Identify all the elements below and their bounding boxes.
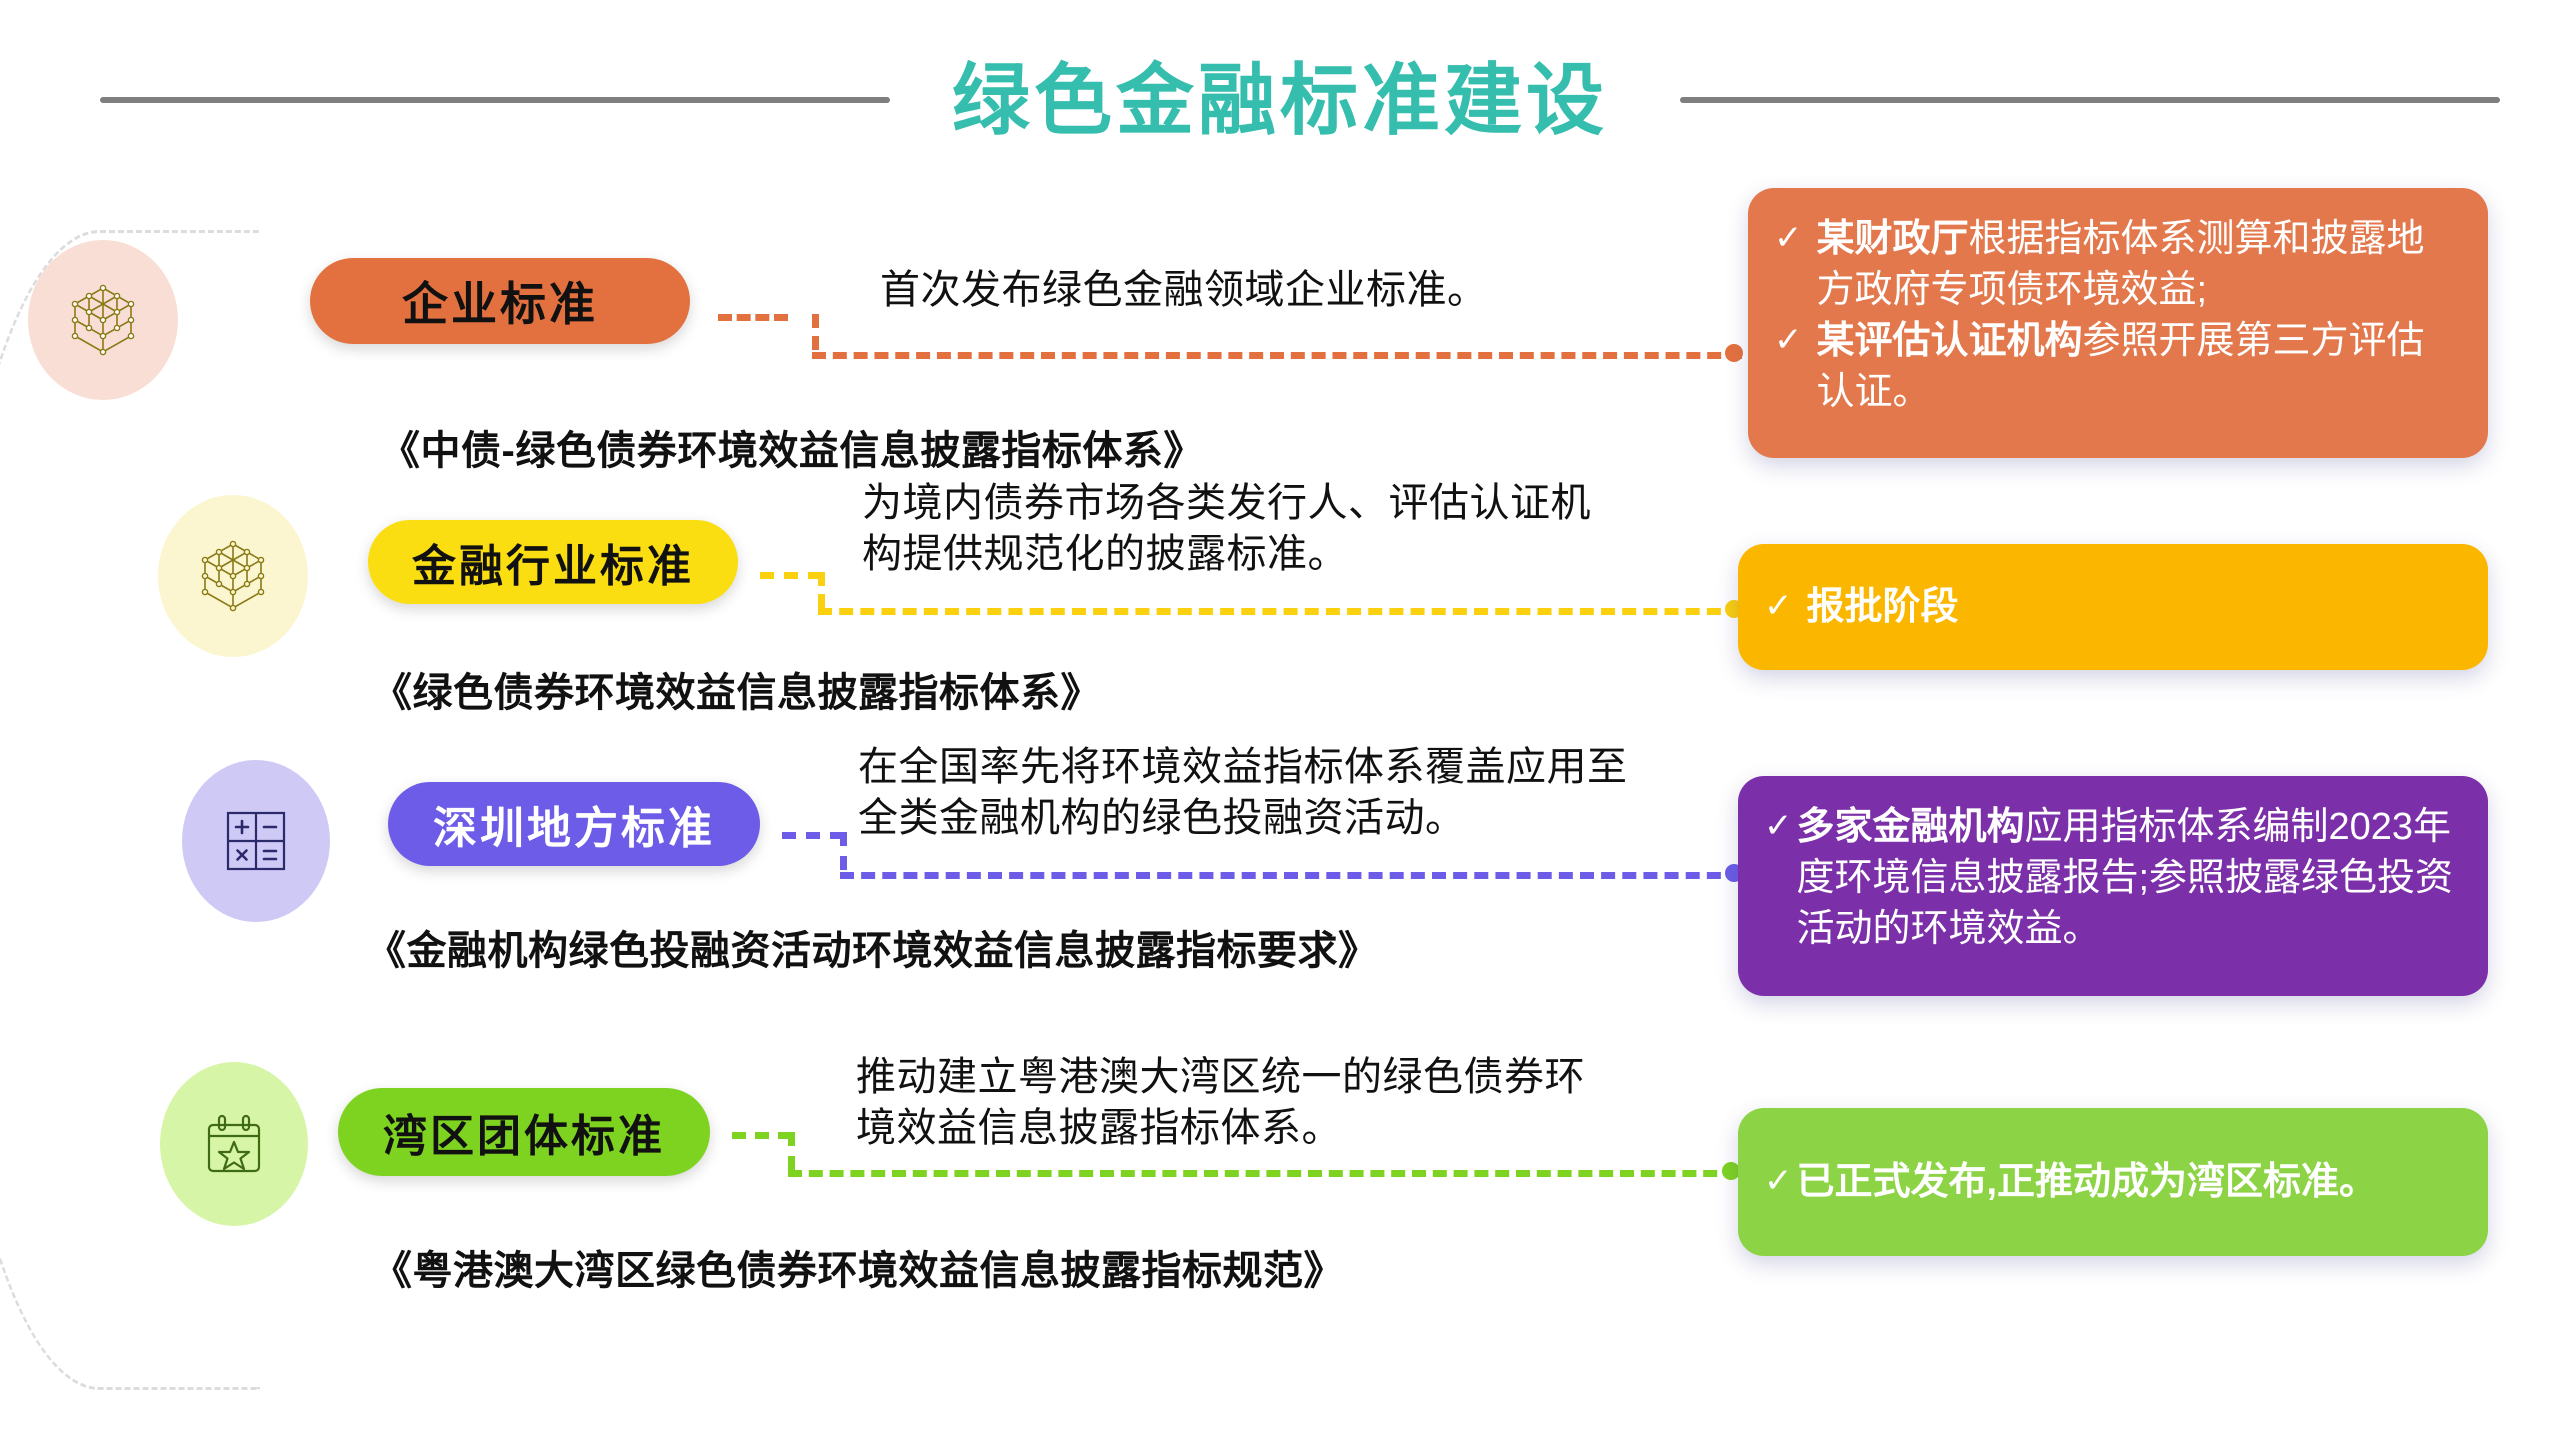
- standard-type-pill[interactable]: 金融行业标准: [368, 520, 738, 604]
- connector-line: [788, 1170, 1738, 1177]
- list-item: ✓ 某财政厅根据指标体系测算和披露地方政府专项债环境效益;: [1774, 214, 2458, 316]
- calculator-icon: [223, 808, 289, 874]
- standard-document-title: 《中债-绿色债券环境效益信息披露指标体系》: [380, 429, 1204, 473]
- header-rule-right: [1680, 97, 2500, 103]
- decorative-arc: [0, 230, 260, 1390]
- list-item: ✓ 报批阶段: [1764, 582, 2458, 633]
- list-item-text: 某评估认证机构参照开展第三方评估认证。: [1817, 316, 2459, 418]
- connector-line: [812, 352, 1742, 359]
- calendar-star-icon: [202, 1111, 266, 1177]
- connector-stub: [760, 572, 822, 579]
- list-item-rest: 参照开展第三方评估认证。: [1816, 319, 2425, 413]
- standard-type-label: 企业标准: [402, 278, 598, 330]
- standard-description: 在全国率先将环境效益指标体系覆盖应用至全类金融机构的绿色投融资活动。: [858, 745, 1628, 841]
- cube-lattice-icon: [68, 282, 138, 358]
- status-card: ✓ 多家金融机构应用指标体系编制2023年度环境信息披露报告;参照披露绿色投资活…: [1738, 776, 2488, 996]
- connector-stub: [732, 1132, 792, 1139]
- standard-type-pill[interactable]: 企业标准: [310, 258, 690, 344]
- standard-type-label: 金融行业标准: [412, 542, 694, 591]
- standard-description: 为境内债券市场各类发行人、评估认证机构提供规范化的披露标准。: [862, 481, 1591, 577]
- status-card: ✓ 某财政厅根据指标体系测算和披露地方政府专项债环境效益; ✓ 某评估认证机构参…: [1748, 188, 2488, 458]
- list-item-bold: 报批阶段: [1806, 585, 1959, 628]
- list-item-text: 多家金融机构应用指标体系编制2023年度环境信息披露报告;参照披露绿色投资活动的…: [1797, 802, 2459, 955]
- status-card: ✓ 报批阶段: [1738, 544, 2488, 670]
- status-card: ✓ 已正式发布,正推动成为湾区标准。: [1738, 1108, 2488, 1256]
- row-icon-bubble: [158, 495, 308, 657]
- list-item-bold: 多家金融机构: [1796, 806, 2025, 848]
- list-item-text: 某财政厅根据指标体系测算和披露地方政府专项债环境效益;: [1817, 214, 2459, 316]
- list-item-bold: 某评估认证机构: [1816, 319, 2083, 362]
- check-icon: ✓: [1764, 587, 1793, 626]
- connector-elbow: [840, 832, 847, 870]
- standard-description: 推动建立粤港澳大湾区统一的绿色债券环境效益信息披露指标体系。: [856, 1055, 1585, 1151]
- list-item-bold: 某财政厅: [1816, 218, 1969, 260]
- list-item-text: 已正式发布,正推动成为湾区标准。: [1797, 1157, 2459, 1208]
- standard-document-title: 《绿色债券环境效益信息披露指标体系》: [372, 671, 1101, 715]
- list-item: ✓ 已正式发布,正推动成为湾区标准。: [1764, 1157, 2458, 1208]
- connector-stub: [718, 314, 788, 321]
- connector-stub: [782, 832, 844, 839]
- connector-dot: [1725, 344, 1743, 362]
- header-rule-left: [100, 97, 890, 103]
- status-card-list: ✓ 多家金融机构应用指标体系编制2023年度环境信息披露报告;参照披露绿色投资活…: [1764, 802, 2458, 955]
- list-item-text: 报批阶段: [1807, 582, 2459, 633]
- page-title: 绿色金融标准建设: [951, 56, 1608, 144]
- check-icon: ✓: [1774, 219, 1803, 257]
- connector-dot: [1722, 1162, 1740, 1180]
- connector-elbow: [812, 314, 819, 350]
- row-icon-bubble: [182, 760, 330, 922]
- check-icon: ✓: [1774, 320, 1803, 359]
- row-icon-bubble: [160, 1062, 308, 1226]
- list-item: ✓ 多家金融机构应用指标体系编制2023年度环境信息披露报告;参照披露绿色投资活…: [1764, 802, 2458, 955]
- check-icon: ✓: [1764, 807, 1793, 845]
- header: 绿色金融标准建设: [0, 45, 2560, 155]
- connector-line: [818, 608, 1742, 615]
- status-card-list: ✓ 报批阶段: [1764, 582, 2458, 633]
- list-item: ✓ 某评估认证机构参照开展第三方评估认证。: [1774, 316, 2458, 418]
- connector-elbow: [788, 1132, 795, 1170]
- standard-type-label: 深圳地方标准: [433, 804, 715, 853]
- list-item-rest: 应用指标体系编制2023年度环境信息披露报告;参照披露绿色投资活动的环境效益。: [1796, 806, 2454, 950]
- connector-line: [840, 872, 1742, 879]
- status-card-list: ✓ 某财政厅根据指标体系测算和披露地方政府专项债环境效益; ✓ 某评估认证机构参…: [1774, 214, 2458, 418]
- standard-document-title: 《金融机构绿色投融资活动环境效益信息披露指标要求》: [366, 929, 1379, 973]
- cube-lattice-icon: [198, 538, 268, 614]
- row-icon-bubble: [28, 240, 178, 400]
- standard-type-pill[interactable]: 湾区团体标准: [338, 1088, 710, 1176]
- status-card-list: ✓ 已正式发布,正推动成为湾区标准。: [1764, 1157, 2458, 1208]
- standard-description: 首次发布绿色金融领域企业标准。: [880, 268, 1488, 312]
- standard-document-title: 《粤港澳大湾区绿色债券环境效益信息披露指标规范》: [372, 1249, 1344, 1293]
- standard-type-pill[interactable]: 深圳地方标准: [388, 782, 760, 866]
- connector-elbow: [818, 572, 825, 608]
- list-item-bold: 已正式发布,正推动成为湾区标准。: [1796, 1160, 2378, 1203]
- list-item-rest: 根据指标体系测算和披露地方政府专项债环境效益;: [1816, 218, 2425, 311]
- check-icon: ✓: [1764, 1162, 1793, 1201]
- standard-type-label: 湾区团体标准: [383, 1112, 665, 1161]
